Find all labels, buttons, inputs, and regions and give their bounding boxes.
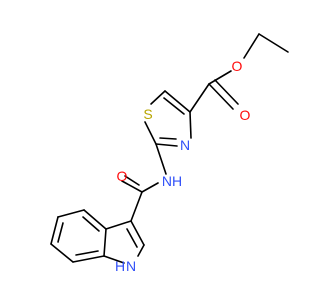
bond-c4-c5 (164, 90, 191, 113)
structure-canvas: O O S N O NH H N (0, 0, 300, 300)
bond-c3-c2-inner (126, 228, 138, 248)
atom-s-thiazole: S (143, 106, 152, 122)
bond-c2-n-inner (159, 137, 177, 140)
molecule-drawing-background (0, 0, 300, 300)
bond-c2-n (155, 143, 178, 147)
atom-nh-amide: NH (162, 173, 182, 189)
molecule-drawing-bonds (50, 33, 289, 264)
bond-amide-c-c3 (130, 191, 143, 222)
bond-c2-nh (155, 143, 167, 175)
bond-c7-c7a (72, 255, 105, 263)
bond-c6-c7 (50, 243, 74, 263)
molecule-drawing-final: O O S N O NH H N (0, 0, 300, 300)
bond-nh-amide-c (141, 182, 159, 193)
bond-s-c2 (144, 121, 157, 145)
atom-n-thiazole: N (180, 137, 190, 153)
atom-o-ester-carbonyl: O (240, 107, 251, 123)
bond-o-c-ester (208, 70, 232, 85)
bond-c3a-c4-inner (82, 216, 100, 232)
atom-n-indole: N (126, 258, 136, 274)
bond-c3-c2 (130, 220, 145, 246)
bond-c3a-c4 (83, 209, 107, 230)
bond-c5-c6-inner (57, 222, 64, 243)
atom-o-ether: O (232, 58, 243, 74)
atom-h-indole: H (115, 258, 125, 274)
bond-c5-s (150, 90, 166, 105)
bond-amide-co-2 (124, 175, 140, 186)
bond-c2-n1 (137, 244, 145, 257)
bond-n1-c7a (103, 255, 125, 264)
atom-labels: O O S N O NH H N (115, 58, 251, 274)
bond-co-1 (208, 83, 234, 110)
bond-c-c4 (189, 83, 210, 113)
bond-amide-co-1 (121, 180, 143, 193)
bond-c7-c7a-inner (75, 250, 99, 256)
bond-n-c4 (189, 111, 192, 139)
bond-c4-c5-inner (163, 97, 185, 115)
bond-ch3-ch2 (258, 33, 289, 53)
bond-ch2-o (243, 33, 260, 59)
atom-o-amide: O (117, 168, 128, 184)
bond-c3a-c3 (105, 220, 132, 230)
bond-c5-c6 (50, 216, 59, 245)
bond-c7a-c3a (103, 228, 107, 257)
bond-c4-c5 (57, 209, 85, 218)
bond-co-2 (214, 79, 239, 105)
